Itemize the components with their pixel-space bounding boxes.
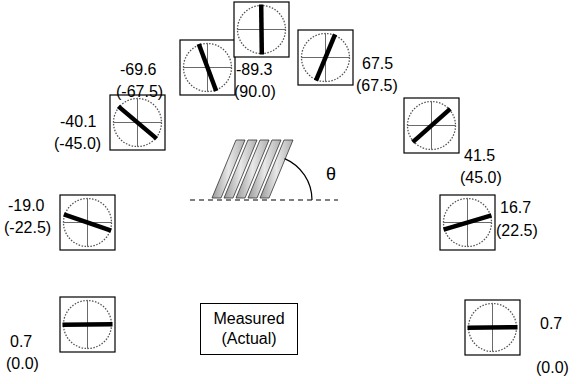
measured-value: 16.7 <box>500 198 531 218</box>
reference-line <box>190 199 338 200</box>
orientation-bar <box>63 322 113 327</box>
measured-value: 0.7 <box>10 332 32 352</box>
dotted-circle <box>64 199 112 247</box>
orientation-bar <box>444 215 492 229</box>
frame-box <box>234 2 289 57</box>
actual-value: (0.0) <box>6 354 39 374</box>
dotted-circle <box>238 6 286 54</box>
frame-box <box>110 95 165 150</box>
orientation-bar <box>118 106 156 138</box>
dotted-circle <box>302 34 350 82</box>
fin <box>260 140 293 198</box>
frame-box <box>404 98 459 153</box>
crosshair <box>64 324 112 325</box>
angle-symbol: θ <box>326 164 336 184</box>
crosshair <box>261 6 262 54</box>
orientation-bar <box>316 34 335 80</box>
dotted-circle <box>184 44 232 92</box>
orientation-bar <box>468 325 518 330</box>
frame-box <box>298 30 353 85</box>
measured-value: 41.5 <box>464 146 495 166</box>
dotted-circle <box>408 102 456 150</box>
orientation-bar <box>413 109 450 142</box>
measured-value: -89.3 <box>236 60 272 80</box>
measured-value: 0.7 <box>540 314 562 334</box>
measured-value: -69.6 <box>120 60 156 80</box>
slanted-fins <box>212 140 293 198</box>
orientation-bar <box>64 214 111 230</box>
frame-box <box>465 300 520 355</box>
dotted-circle <box>469 304 517 352</box>
dotted-circle <box>444 199 492 247</box>
measured-value: 67.5 <box>362 54 393 74</box>
actual-value: (67.5) <box>356 76 398 96</box>
dotted-circle <box>114 99 162 147</box>
actual-value: (45.0) <box>460 168 502 188</box>
orientation-bar <box>259 5 264 55</box>
frame-box <box>440 195 495 250</box>
crosshair <box>469 327 517 328</box>
frame-box <box>60 297 115 352</box>
frame-box <box>60 195 115 250</box>
measured-value: -19.0 <box>8 196 44 216</box>
actual-value: (-67.5) <box>116 82 163 102</box>
angle-arc <box>285 159 312 200</box>
dotted-circle <box>64 301 112 349</box>
orientation-boxes <box>60 2 520 355</box>
legend-text: Measured (Actual) <box>207 309 291 349</box>
actual-value: (-22.5) <box>4 218 51 238</box>
orientation-bar <box>199 44 216 91</box>
frame-box <box>180 40 235 95</box>
legend-box: Measured (Actual) <box>200 303 298 355</box>
measured-value: -40.1 <box>60 112 96 132</box>
actual-value: (0.0) <box>536 358 569 378</box>
actual-value: (90.0) <box>234 82 276 102</box>
actual-value: (-45.0) <box>54 134 101 154</box>
actual-value: (22.5) <box>496 221 538 241</box>
